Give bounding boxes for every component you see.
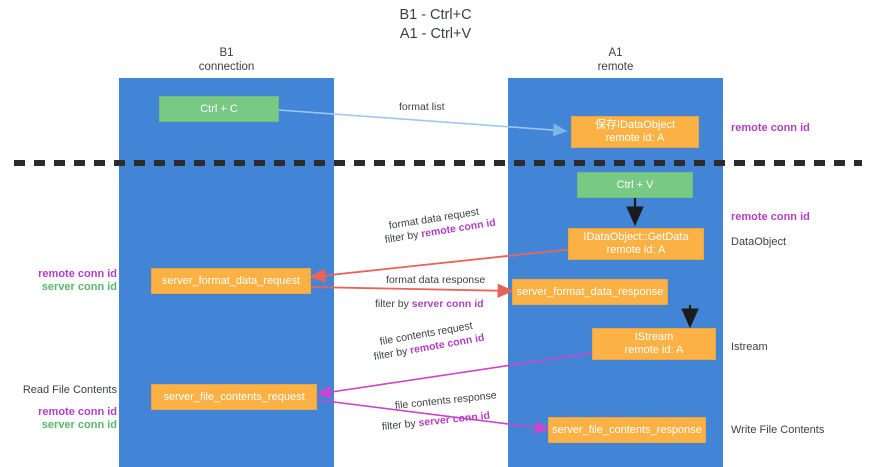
filter-prefix: filter by (381, 417, 420, 433)
edge-label-format-list: format list (399, 101, 445, 113)
node-save-idataobject[interactable]: 保存IDataObject remote id: A (571, 116, 699, 148)
filter-key: server conn id (417, 409, 491, 430)
node-server-format-data-response[interactable]: server_format_data_response (512, 279, 668, 305)
filter-prefix: filter by (375, 298, 412, 310)
edge-label-file-contents-response-filter: filter by server conn id (381, 410, 490, 434)
filter-prefix: filter by (372, 344, 412, 363)
node-ctrl-c[interactable]: Ctrl + C (159, 96, 279, 122)
annotation-read-file-contents: Read File Contents (22, 384, 117, 396)
annotation-left-remote-conn-id-2: remote conn id (38, 406, 117, 418)
node-server-file-contents-request[interactable]: server_file_contents_request (151, 384, 317, 410)
annotation-dataobject: DataObject (731, 236, 787, 248)
annotation-remote-conn-id-top: remote conn id (731, 122, 810, 134)
annotation-remote-conn-id-mid: remote conn id (731, 211, 810, 223)
node-server-format-data-request[interactable]: server_format_data_request (151, 268, 311, 294)
node-ctrl-v[interactable]: Ctrl + V (577, 172, 693, 198)
diagram-title: B1 - Ctrl+C A1 - Ctrl+V (399, 7, 472, 42)
node-server-file-contents-response[interactable]: server_file_contents_response (548, 417, 706, 443)
annotation-left-server-conn-id: server conn id (41, 281, 117, 293)
lane-header-a1: A1 remote (597, 47, 634, 73)
filter-key: server conn id (411, 298, 484, 310)
annotation-write-file-contents: Write File Contents (731, 424, 825, 436)
node-idataobject-getdata[interactable]: IDataObject::GetData remote id: A (568, 228, 704, 260)
edge-label-format-data-response: format data response (386, 274, 486, 286)
edge-label-format-data-response-filter: filter by server conn id (375, 298, 484, 311)
annotation-left-server-conn-id-2: server conn id (41, 419, 117, 431)
node-istream[interactable]: IStream remote id: A (592, 328, 716, 360)
lane-header-b1: B1 connection (198, 47, 255, 73)
annotation-left-remote-conn-id: remote conn id (38, 268, 117, 280)
annotation-istream: Istream (731, 341, 768, 353)
connector-format-data-response (310, 283, 514, 298)
